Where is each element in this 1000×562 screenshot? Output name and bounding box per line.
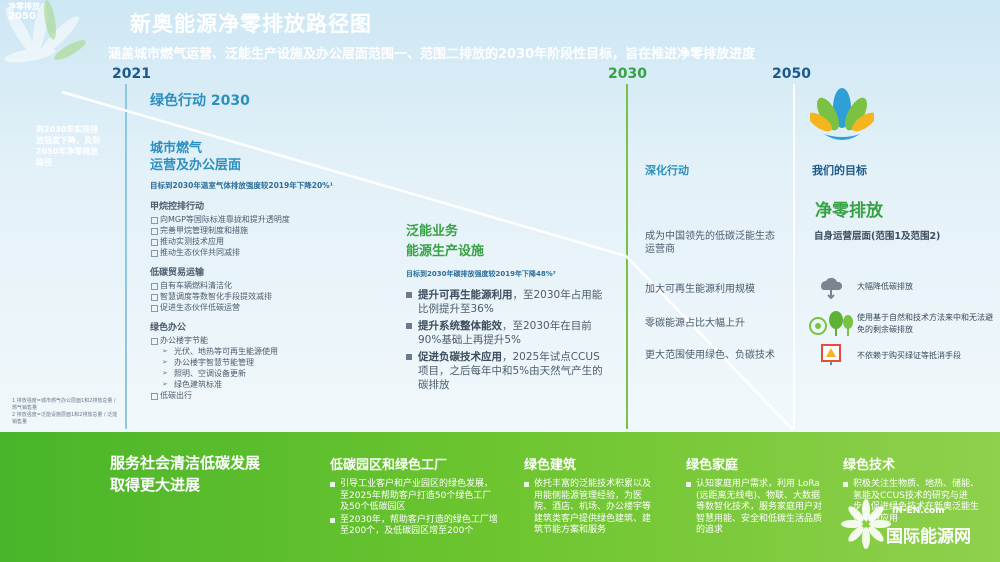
- net-zero-label: 净零排放: [815, 201, 883, 221]
- list-item: 自有车辆燃料清洁化: [150, 280, 380, 291]
- lotus-logo-icon: [810, 88, 874, 140]
- deepen-item-1: 成为中国领先的低碳泛能生态运营商: [645, 231, 775, 255]
- goal-title: 我们的目标: [812, 164, 867, 177]
- list-item: 办公楼宇节能: [150, 335, 380, 346]
- watermark: IN-EN.com 国际能源网: [836, 488, 996, 558]
- timeline-line-2021: [125, 84, 127, 429]
- list-item: 向MGP等国际标准靠拢和提升透明度: [150, 214, 380, 225]
- watermark-name: 国际能源网: [886, 527, 971, 547]
- pan-energy-target: 目标到2030年碳排放强度较2019年下降48%²: [406, 270, 556, 278]
- list-item: 提升可再生能源利用，至2030年占用能比例提升至36%: [406, 288, 606, 316]
- goal-row-2: 使用基于自然和技术方法来中和无法避免的剩余碳排放: [857, 313, 993, 334]
- list-item: 低碳出行: [150, 390, 380, 401]
- left-note: 到2030年实现排放强度下降，及到2050年净零排放路径: [36, 125, 100, 167]
- city-gas-block: 城市燃气 运营及办公层面 目标到2030年温室气体排放强度较2019年下降20%…: [150, 140, 380, 401]
- list-item: 认知家庭用户需求，利用 LoRa (远距离无线电)、物联、大数据等数智化技术，服…: [686, 479, 822, 537]
- year-2021: 2021: [112, 66, 151, 82]
- office-sub-list: 光伏、地热等可再生能源使用 办公楼宇智慧节能管理 照明、空调设备更新 绿色建筑标…: [162, 346, 380, 390]
- emission-path-line: [0, 0, 1000, 432]
- year-2050: 2050: [772, 66, 811, 82]
- office-list: 办公楼宇节能: [150, 335, 380, 346]
- list-item: 推动实测技术应用: [150, 236, 380, 247]
- list-item: 依托丰富的泛能技术积累以及用能侧能源管理经验，为医院、酒店、机场、办公楼宇等建筑…: [524, 479, 659, 537]
- list-item: 提升系统整体能效，至2030年在目前90%基础上再提升5%: [406, 319, 606, 347]
- transport-list: 自有车辆燃料清洁化 智慧调度等数智化手段提效减排 促进生态伙伴低碳运营: [150, 280, 380, 313]
- timeline-line-2050: [793, 84, 795, 429]
- watermark-site: IN-EN.com: [892, 506, 945, 516]
- footnote: 1 排放强度=城市燃气办公层面1和2排放总量 / 燃气销售量 2 排放强度=泛能…: [12, 398, 118, 425]
- goal-scope: 自身运营层面(范围1及范围2): [814, 231, 941, 242]
- brand-tag: 净零排放 2050: [8, 2, 40, 22]
- cloud-down-icon: [821, 277, 843, 300]
- list-item: 促进生态伙伴低碳运营: [150, 302, 380, 313]
- year-2030: 2030: [608, 66, 647, 82]
- pan-energy-block: 泛能业务 能源生产设施 目标到2030年碳排放强度较2019年下降48%² 提升…: [406, 222, 606, 395]
- methane-list: 向MGP等国际标准靠拢和提升透明度 完善甲烷管理制度和措施 推动实测技术应用 推…: [150, 214, 380, 258]
- goal-row-3: 不依赖于购买绿证等抵消手段: [857, 351, 961, 360]
- list-item: 智慧调度等数智化手段提效减排: [150, 291, 380, 302]
- green-action-2030-title: 绿色行动 2030: [150, 93, 250, 109]
- list-item: 绿色建筑标准: [162, 379, 380, 390]
- list-item: 光伏、地热等可再生能源使用: [162, 346, 380, 357]
- list-item: 促进负碳技术应用，2025年试点CCUS项目，之后每年中和5%由天然气产生的碳排…: [406, 350, 606, 392]
- nature-tech-icon: [809, 311, 853, 336]
- city-gas-target: 目标到2030年温室气体排放强度较2019年下降20%¹: [150, 181, 333, 190]
- deepen-title: 深化行动: [645, 164, 689, 177]
- page-title: 新奥能源净零排放路径图: [130, 12, 372, 36]
- deepen-item-4: 更大范围使用绿色、负碳技术: [645, 350, 775, 361]
- goal-row-1: 大幅降低碳排放: [857, 282, 913, 291]
- list-item: 至2030年，帮助客户打造的绿色工厂增至200个，及低碳园区增至200个: [330, 515, 500, 538]
- deepen-item-3: 零碳能源占比大幅上升: [645, 318, 745, 329]
- col-low-carbon-park: 低碳园区和绿色工厂 引导工业客户和产业园区的绿色发展，至2025年帮助客户打造5…: [330, 454, 500, 539]
- warning-sign-icon: [821, 344, 841, 365]
- list-item: 完善甲烷管理制度和措施: [150, 225, 380, 236]
- page-subtitle: 涵盖城市燃气运营、泛能生产设施及办公层面范围一、范围二排放的2030年阶段性目标…: [108, 47, 756, 62]
- bottom-band: 服务社会清洁低碳发展 取得更大进展 低碳园区和绿色工厂 引导工业客户和产业园区的…: [0, 432, 1000, 562]
- list-item: 照明、空调设备更新: [162, 368, 380, 379]
- list-item: 办公楼宇智慧节能管理: [162, 357, 380, 368]
- list-item: 引导工业客户和产业园区的绿色发展，至2025年帮助客户打造50个绿色工厂及50个…: [330, 479, 500, 514]
- list-item: 推动生态伙伴共同减排: [150, 247, 380, 258]
- pan-energy-list: 提升可再生能源利用，至2030年占用能比例提升至36% 提升系统整体能效，至20…: [406, 288, 606, 392]
- globe-logo-icon: [841, 499, 891, 549]
- col-green-family: 绿色家庭 认知家庭用户需求，利用 LoRa (远距离无线电)、物联、大数据等数智…: [686, 458, 823, 537]
- leaf-burst-icon: [4, 0, 86, 63]
- deepen-item-2: 加大可再生能源利用规模: [645, 284, 755, 295]
- bottom-headline: 服务社会清洁低碳发展 取得更大进展: [110, 454, 261, 494]
- col-green-building: 绿色建筑 依托丰富的泛能技术积累以及用能侧能源管理经验，为医院、酒店、机场、办公…: [524, 454, 659, 538]
